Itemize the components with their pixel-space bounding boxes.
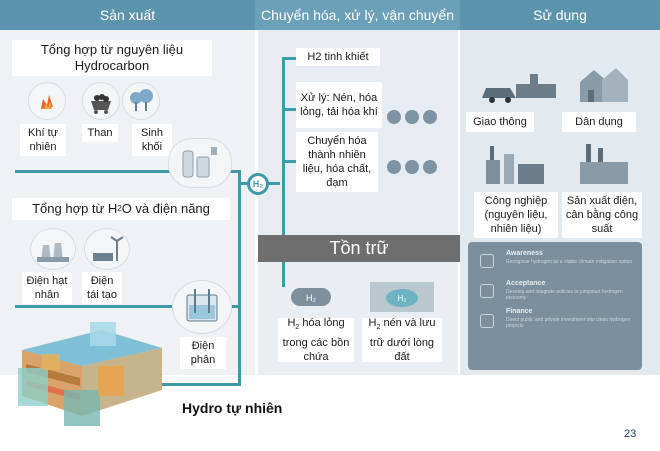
flow-line-branch-3: [282, 160, 297, 163]
biomass-label: Sinh khối: [132, 124, 172, 156]
reformer-plant-icon: [168, 138, 232, 188]
lightbulb-icon: [480, 254, 494, 268]
info-acceptance-title: Acceptance: [506, 280, 546, 287]
electrolyser-icon: [172, 280, 232, 334]
natural-hydrogen-label: Hydro tự nhiên: [182, 400, 283, 416]
underground-sub: 2: [376, 324, 381, 332]
industry-icon: [480, 140, 550, 188]
checklist-icon: [480, 284, 494, 298]
flow-line-branch-1: [282, 57, 297, 60]
h2-hub-node: H₂: [247, 173, 269, 195]
biomass-icon: [122, 82, 160, 120]
pipeline-icon: [405, 160, 419, 174]
liquid-storage-label: H2 hóa lỏng trong các bồn chứa: [278, 317, 354, 363]
underground-suffix: nén và lưu trữ dưới lòng đất: [369, 317, 436, 363]
info-acceptance-text: Develop and integrate policies to jumpst…: [506, 289, 623, 301]
info-awareness-text: Recognise hydrogen as a viable climate m…: [506, 259, 633, 265]
nuclear-label: Điện hạt nhân: [22, 272, 72, 304]
transform-label: Chuyển hóa thành nhiên liệu, hóa chất, đ…: [296, 132, 378, 192]
money-hand-icon: [480, 314, 494, 328]
pipeline-icon: [405, 110, 419, 124]
page-number: 23: [624, 428, 637, 440]
flow-line-branch-2: [282, 108, 297, 111]
info-finance-text: Direct public and private investment int…: [506, 317, 631, 329]
processing-label: Xử lý: Nén, hóa lỏng, tải hóa khí: [296, 82, 382, 128]
power-label: Sản xuất điện, cân bằng công suất: [562, 192, 642, 238]
power-plant-icon: [574, 140, 634, 188]
coal-icon: [82, 82, 120, 120]
storage-title-bar: Tồn trữ: [258, 235, 460, 262]
flow-line-branch-v: [282, 57, 285, 287]
electrolysis-label: Điện phân: [180, 337, 226, 369]
water-title-suffix: O và điện năng: [121, 201, 210, 216]
flow-line-hydrocarbon: [15, 170, 240, 173]
renewable-label: Điện tái tạo: [82, 272, 122, 304]
flow-line-to-hub: [238, 170, 241, 385]
renewable-icon: [84, 228, 130, 270]
header-conversion: Chuyển hóa, xử lý, vận chuyển: [255, 0, 460, 30]
water-title-prefix: Tổng hợp từ H: [32, 201, 118, 216]
water-title-sub: 2: [117, 204, 122, 213]
flow-line-water: [15, 305, 240, 308]
pure-h2-label: H2 tinh khiết: [296, 48, 380, 66]
tanker-icon: [423, 110, 437, 124]
industry-label: Công nghiệp (nguyên liệu, nhiên liệu): [474, 192, 558, 238]
underground-cave-icon: H₂: [368, 280, 436, 314]
underground-storage-label: H2 nén và lưu trữ dưới lòng đất: [362, 317, 442, 363]
coal-label: Than: [82, 124, 118, 142]
residential-label: Dân dụng: [562, 112, 636, 132]
transport-label: Giao thông: [466, 112, 534, 132]
liquid-tank-icon: H₂: [285, 280, 337, 312]
cave-h2-text: H₂: [398, 294, 407, 303]
underground-prefix: H: [368, 317, 377, 330]
natural-gas-icon: [28, 82, 66, 120]
flow-line-bottom: [160, 383, 241, 386]
geology-block-image: [12, 320, 162, 428]
truck-icon: [387, 160, 401, 174]
tanker-icon: [423, 160, 437, 174]
nuclear-plant-icon: [30, 228, 76, 270]
residential-icon: [572, 58, 632, 108]
tank-h2-text: H₂: [306, 293, 316, 303]
info-finance-title: Finance: [506, 308, 533, 315]
header-production: Sản xuất: [0, 0, 255, 30]
header-usage: Sử dụng: [460, 0, 660, 30]
hydrocarbon-title: Tổng hợp từ nguyên liệu Hydrocarbon: [12, 40, 212, 76]
natural-gas-label: Khí tự nhiên: [20, 124, 66, 156]
transport-icon: [476, 58, 560, 108]
liquid-suffix: hóa lỏng trong các bồn chứa: [282, 317, 350, 363]
truck-icon: [387, 110, 401, 124]
info-awareness-title: Awareness: [506, 250, 543, 257]
liquid-sub: 2: [295, 324, 300, 332]
liquid-prefix: H: [287, 317, 296, 330]
info-box: Awareness Recognise hydrogen as a viable…: [468, 242, 642, 370]
